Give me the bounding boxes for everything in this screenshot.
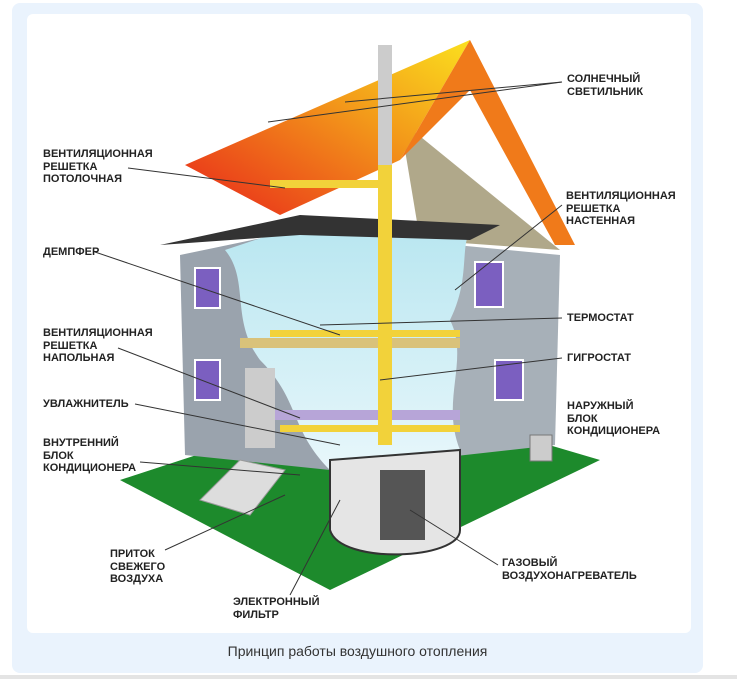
label-fresh-air: ПРИТОК СВЕЖЕГО ВОЗДУХА — [110, 548, 166, 585]
roof-edge — [400, 40, 575, 245]
label-outdoor-unit: НАРУЖНЫЙ БЛОК КОНДИЦИОНЕРА — [567, 400, 661, 437]
main-duct — [378, 165, 392, 445]
gable — [400, 120, 560, 250]
label-wall-vent: ВЕНТИЛЯЦИОННАЯ РЕШЕТКА НАСТЕННАЯ — [566, 190, 676, 227]
floor-slab — [240, 338, 460, 348]
window — [194, 267, 221, 309]
label-solar-light: СОЛНЕЧНЫЙ СВЕТИЛЬНИК — [567, 73, 644, 98]
window — [474, 261, 504, 308]
figure-caption: Принцип работы воздушного отопления — [227, 643, 488, 659]
label-indoor-unit: ВНУТРЕННИЙ БЛОК КОНДИЦИОНЕРА — [43, 437, 137, 474]
roof — [185, 40, 470, 215]
label-thermostat: ТЕРМОСТАТ — [567, 312, 634, 324]
horizontal-duct — [270, 330, 460, 337]
label-ceiling-vent: ВЕНТИЛЯЦИОННАЯ РЕШЕТКА ПОТОЛОЧНАЯ — [43, 148, 153, 185]
chimney-duct — [378, 45, 392, 165]
leader-lines — [94, 81, 563, 596]
label-hygrostat: ГИГРОСТАТ — [567, 352, 631, 364]
horizontal-duct — [280, 425, 460, 432]
label-floor-vent: ВЕНТИЛЯЦИОННАЯ РЕШЕТКА НАПОЛЬНАЯ — [43, 327, 153, 364]
label-damper: ДЕМПФЕР — [43, 246, 100, 258]
label-electronic-filter: ЭЛЕКТРОННЫЙ ФИЛЬТР — [233, 596, 320, 621]
outdoor-ac-unit — [529, 434, 553, 462]
divider — [0, 675, 737, 679]
label-humidifier: УВЛАЖНИТЕЛЬ — [43, 398, 129, 410]
label-gas-heater: ГАЗОВЫЙ ВОЗДУХОНАГРЕВАТЕЛЬ — [502, 557, 637, 582]
floor-slab — [260, 410, 460, 420]
attic-floor — [160, 215, 500, 245]
door — [245, 368, 275, 448]
window — [194, 359, 221, 401]
stairs — [199, 459, 286, 516]
gas-furnace — [380, 470, 425, 540]
horizontal-duct — [270, 180, 390, 188]
window — [494, 359, 524, 401]
